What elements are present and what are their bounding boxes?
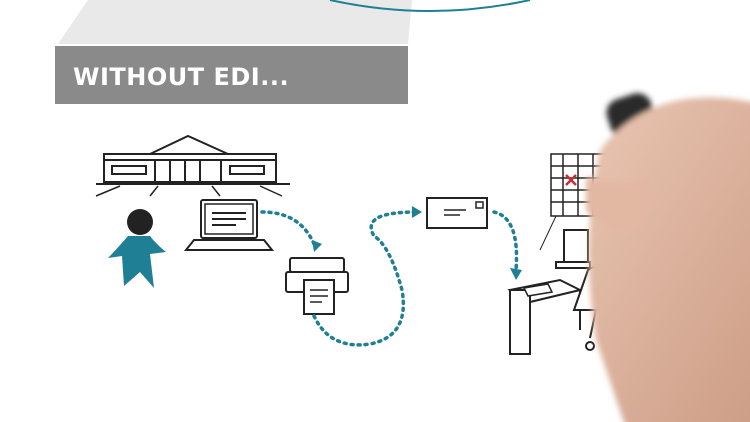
person-icon xyxy=(108,209,166,288)
workstation-icon xyxy=(507,229,631,355)
flow-arrowheads xyxy=(312,206,522,280)
printer-icon xyxy=(285,257,349,315)
callout-line xyxy=(539,215,557,251)
spreadsheet-icon xyxy=(550,153,624,217)
building-icon xyxy=(95,134,290,197)
banner-title: WITHOUT EDI... xyxy=(73,63,290,91)
top-gray-panel xyxy=(58,0,412,44)
laptop-icon xyxy=(183,199,275,251)
envelope-icon xyxy=(426,197,488,229)
flow-connector xyxy=(260,210,519,347)
title-banner: WITHOUT EDI... xyxy=(55,46,408,104)
top-arc xyxy=(329,0,531,12)
